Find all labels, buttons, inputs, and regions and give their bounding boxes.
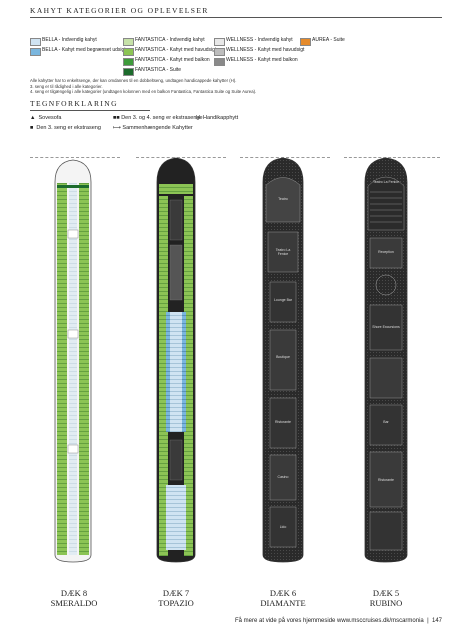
divider (344, 157, 440, 158)
venue-label: Casino (277, 475, 289, 479)
legend-label: FANTASTICA - Suite (135, 67, 182, 73)
venue-label: Boutique (276, 355, 290, 359)
legend-label: AUREA - Suite (312, 37, 345, 43)
swatch (214, 48, 225, 56)
legend-label: BELLA - Kahyt med begrænset udsigt (42, 47, 126, 53)
deck-7-plan (156, 157, 196, 563)
venue-label: Bar (383, 420, 389, 424)
swatch (123, 48, 134, 56)
deck-5-plan (364, 157, 408, 563)
swatch (30, 48, 41, 56)
extra-beds-symbol: ■■ Den 3. og 4. seng er ekstrasenge (113, 115, 203, 121)
footer: Få mere at vide på vores hjemmeside www.… (235, 618, 442, 624)
swatch (214, 58, 225, 66)
swatch (30, 38, 41, 46)
swatch (123, 68, 134, 76)
legend-label: FANTASTICA - Indvendig kahyt (135, 37, 205, 43)
venue-label: Reception (378, 250, 394, 254)
connecting-cabins-symbol: ⟼ Sammenhængende Kahytter (113, 125, 193, 131)
deck-6-plan (262, 157, 304, 563)
symbols-rule (30, 110, 150, 111)
swatch (300, 38, 311, 46)
venue-label: Ristorante (275, 420, 291, 424)
note: Alle kahytter har to enkeltsenge, der ka… (30, 78, 237, 83)
symbols-title: TEGNFORKLARING (30, 99, 118, 108)
legend-label: FANTASTICA - Kahyt med balkon (135, 57, 210, 63)
divider (30, 157, 120, 158)
swatch (123, 38, 134, 46)
venue-label: Teatro La Fenice (275, 248, 291, 256)
legend-label: FANTASTICA - Kahyt med havudsigt (135, 47, 217, 53)
section-title: KAHYT KATEGORIER OG OPLEVELSER (30, 6, 209, 15)
venue-label: Teatro (278, 197, 288, 201)
legend-label: BELLA - Indvendig kahyt (42, 37, 97, 43)
divider (136, 157, 226, 158)
deck-8-plan (54, 159, 92, 563)
divider (240, 157, 330, 158)
legend-label: WELLNESS - Indvendig kahyt (226, 37, 293, 43)
legend-label: WELLNESS - Kahyt med balkon (226, 57, 298, 63)
accessible-cabin-symbol: H Handikapphytt (196, 115, 239, 121)
page-number: 147 (431, 618, 442, 624)
venue-label: Shore Excursions (372, 325, 400, 329)
venue-label: Lounge Bar (273, 298, 293, 302)
legend-label: WELLNESS - Kahyt med havudsigt (226, 47, 305, 53)
venue-label: Lido (279, 525, 287, 529)
header-rule (30, 17, 442, 18)
swatch (123, 58, 134, 66)
venue-label: Teatro La Fenice (372, 180, 400, 184)
swatch (214, 38, 225, 46)
footer-link-text[interactable]: Få mere at vide på vores hjemmeside www.… (235, 618, 424, 624)
extra-bed-symbol: ■ Den 3. seng er ekstraseng (30, 125, 101, 131)
note: 3. seng er til rådighed i alle kategorie… (30, 83, 103, 89)
venue-label: Ristorante (378, 478, 394, 482)
sofa-symbol: ▲ Sovesofa (30, 115, 62, 121)
note: 4. seng er tilgængelig i alle kategorier… (30, 89, 257, 94)
